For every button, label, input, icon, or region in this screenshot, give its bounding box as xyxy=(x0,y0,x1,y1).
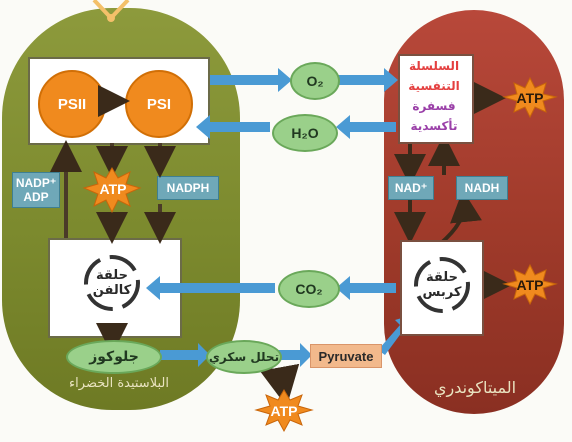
chain-line2: التنفسية xyxy=(408,79,460,93)
calvin-line1: حلقة xyxy=(96,268,128,283)
krebs-cycle-ring xyxy=(414,257,470,313)
krebs-cycle-label: حلقة كربس xyxy=(420,270,464,300)
atp-chloroplast-text: ATP xyxy=(99,181,127,197)
chloroplast-flow-arrows xyxy=(50,140,176,244)
mitochondrion-flow-arrows xyxy=(394,82,506,246)
krebs-box xyxy=(400,240,484,336)
h2o-arrows xyxy=(196,115,396,139)
pyruvate-label: Pyruvate xyxy=(310,344,382,368)
mitochondrion-caption: الميتاكوندري xyxy=(433,378,517,397)
atp-star-mito-top xyxy=(502,76,558,119)
krebs-line2: كربس xyxy=(422,285,462,300)
calvin-line2: كالفن xyxy=(92,283,132,298)
atp-star-mito-krebs xyxy=(502,263,558,306)
co2-arrows xyxy=(146,276,396,300)
o2-arrows xyxy=(210,68,398,92)
chain-line4: تأكسدية xyxy=(410,119,458,133)
nadh-label: NADH xyxy=(456,176,508,200)
glucose-oval: جلوكوز xyxy=(66,340,162,374)
calvin-cycle-icon xyxy=(84,255,140,311)
glycolysis-to-atp-arrow xyxy=(259,363,300,407)
chain-line1: السلسلة xyxy=(408,59,460,73)
atp-star-chloroplast xyxy=(82,167,142,214)
krebs-line1: حلقة xyxy=(426,270,458,285)
nadp-text: NADP⁺ xyxy=(15,176,57,190)
o2-oval: O₂ xyxy=(290,62,340,100)
nad-label: NAD⁺ xyxy=(388,176,434,200)
co2-oval: CO₂ xyxy=(278,270,340,308)
atp-mito-krebs-text: ATP xyxy=(516,277,544,293)
atp-mito-top-text: ATP xyxy=(516,90,544,106)
nadph-label: NADPH xyxy=(157,176,219,200)
nadp-adp-label: NADP⁺ ADP xyxy=(12,172,60,208)
adp-text: ADP xyxy=(23,190,49,204)
sun-icon xyxy=(92,0,130,22)
chain-line3: فسفرة xyxy=(412,99,456,113)
respiratory-chain-label: السلسلة التنفسية فسفرة تأكسدية xyxy=(400,56,468,136)
chloroplast-caption: البلاستيدة الخضراء xyxy=(69,376,169,391)
atp-bottom-text: ATP xyxy=(270,403,298,419)
calvin-cycle-label: حلقة كالفن xyxy=(92,268,132,298)
glycolysis-oval: تحلل سكري xyxy=(206,340,282,374)
h2o-oval: H₂O xyxy=(272,114,338,152)
respiratory-chain-box xyxy=(398,54,474,144)
atp-star-bottom xyxy=(254,389,314,433)
